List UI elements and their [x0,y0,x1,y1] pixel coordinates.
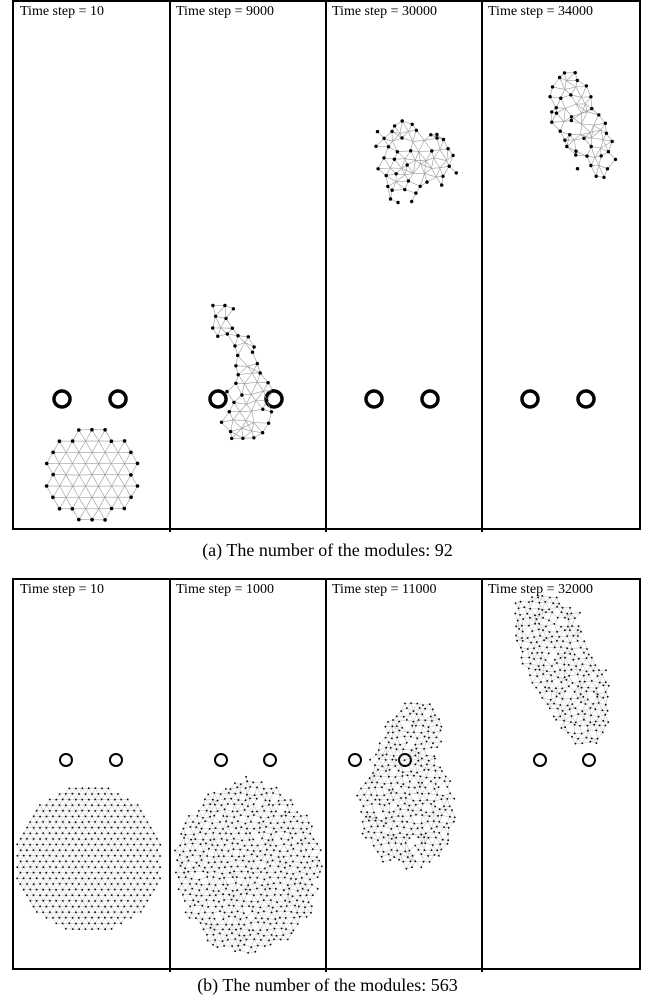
module-cluster-b1 [16,787,162,931]
lattice-edges [46,429,138,521]
module-cluster-a4 [548,71,618,180]
obstacle-circle [364,389,384,409]
obstacle-circle [52,389,72,409]
module-cluster-b3 [356,702,456,870]
module-cluster-a3 [374,119,458,205]
obstacle-circle [520,389,540,409]
obstacle-circle [59,753,73,767]
lattice-nodes [514,595,610,745]
panel-b2-label: Time step = 1000 [176,582,274,597]
obstacle-circle [214,753,228,767]
lattice-edges [212,305,274,439]
obstacle-circle [420,389,440,409]
panel-b4-label: Time step = 32000 [488,582,593,597]
lattice-nodes [548,71,618,180]
lattice-nodes [174,775,323,954]
figure-b-strip: Time step = 10 Time step = 1000 Time ste… [12,578,641,972]
obstacle-circle [109,753,123,767]
figure-b: Time step = 10 Time step = 1000 Time ste… [12,578,641,972]
figure-a-canvas [44,2,618,532]
obstacle-circle [348,753,362,767]
panel-a3-label: Time step = 30000 [332,4,437,19]
lattice-nodes [356,702,456,870]
panel-b1-label: Time step = 10 [20,582,104,597]
lattice-nodes [374,119,458,205]
figure-a: Time step = 10 Time step = 9000 Time ste… [12,0,641,532]
panel-a2-label: Time step = 9000 [176,4,274,19]
module-cluster-b4 [514,595,610,745]
figure-b-caption: (b) The number of the modules: 563 [197,975,458,995]
module-cluster-a2 [211,303,275,441]
lattice-nodes [16,787,162,931]
panel-b3-label: Time step = 11000 [332,582,437,597]
figure-b-canvas [16,580,610,972]
lattice-edges [549,72,616,178]
obstacle-circle [576,389,596,409]
module-cluster-a1 [44,427,140,522]
lattice-edges [375,120,457,203]
figure-a-caption: (a) The number of the modules: 92 [202,540,453,560]
obstacle-circle [582,753,596,767]
figure-a-strip: Time step = 10 Time step = 9000 Time ste… [12,0,641,532]
lattice-edges [357,703,455,869]
lattice-edges [16,787,161,930]
lattice-nodes [44,427,140,522]
obstacle-circle [108,389,128,409]
lattice-nodes [211,303,275,441]
lattice-edges [174,776,323,954]
panel-a1-label: Time step = 10 [20,4,104,19]
obstacle-circle [533,753,547,767]
obstacle-circle [208,389,228,409]
obstacle-circle [263,753,277,767]
panel-a4-label: Time step = 34000 [488,4,593,19]
module-cluster-b2 [174,775,323,954]
